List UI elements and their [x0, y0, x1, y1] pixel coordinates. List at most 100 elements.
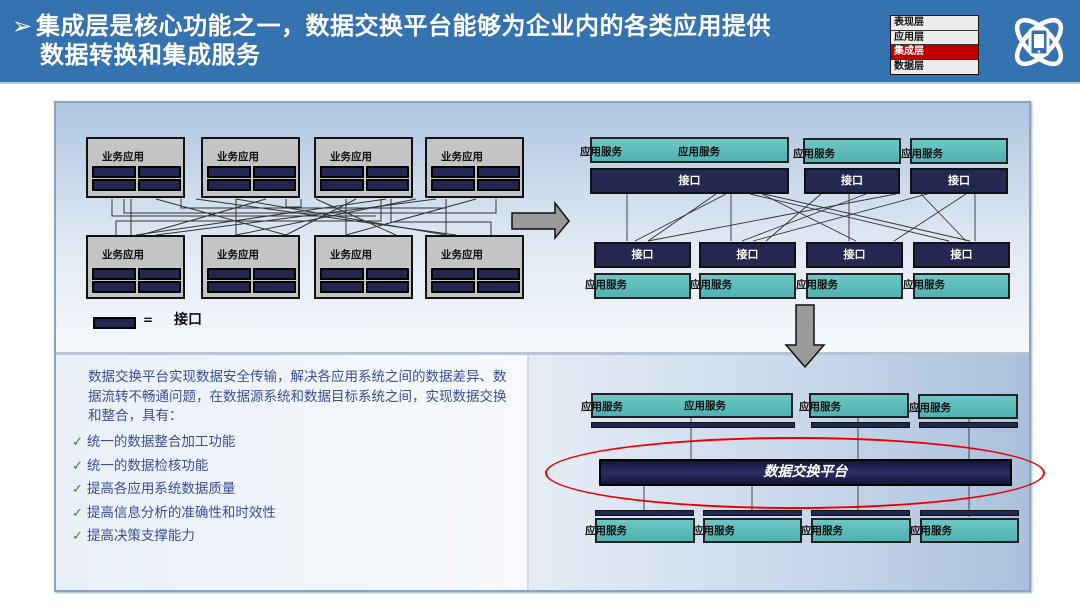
app-service-label: 应用服务 [580, 146, 622, 158]
layer-data: 数据层 [891, 59, 978, 74]
interface-port [92, 281, 136, 293]
layer-integration-active: 集成层 [891, 45, 978, 60]
biz-app-box: 业务应用 [86, 137, 185, 198]
app-service-box [806, 273, 903, 299]
app-service-label: 应用服务 [678, 146, 720, 158]
feature-item: ✓统一的数据检核功能 [72, 455, 276, 479]
check-icon: ✓ [72, 482, 83, 497]
app-service-box [590, 137, 789, 163]
interface-bar: 接口 [913, 242, 1010, 268]
description-paragraph: 数据交换平台实现数据安全传输，解决各应用系统之间的数据差异、数据流转不畅通问题，… [88, 369, 507, 424]
app-service-box [803, 138, 901, 164]
app-service-box [595, 518, 695, 543]
interface-port [320, 268, 364, 280]
interface-port [207, 179, 251, 191]
feature-text: 统一的数据整合加工功能 [86, 434, 236, 450]
interface-port [253, 281, 296, 293]
title-line-2: 数据转换和集成服务 [40, 41, 261, 69]
app-service-label: 应用服务 [585, 525, 627, 537]
interface-port [92, 166, 136, 178]
biz-app-label: 业务应用 [441, 249, 483, 261]
app-service-label: 应用服务 [585, 279, 627, 291]
interface-port [366, 179, 409, 191]
interface-port [431, 179, 475, 191]
check-icon: ✓ [72, 435, 83, 450]
interface-port [477, 166, 520, 178]
feature-item: ✓提高决策支撑能力 [72, 525, 276, 549]
title-line-1: 集成层是核心功能之一，数据交换平台能够为企业内的各类应用提供 [36, 12, 771, 40]
check-icon: ✓ [72, 458, 83, 474]
slide-title: ➢集成层是核心功能之一，数据交换平台能够为企业内的各类应用提供 数据转换和集成服… [12, 12, 771, 70]
interface-thin-bar [811, 510, 910, 516]
interface-thin-bar [920, 510, 1019, 516]
biz-app-box: 业务应用 [86, 235, 185, 299]
feature-item: ✓统一的数据整合加工功能 [72, 431, 276, 455]
app-service-box [920, 518, 1019, 543]
interface-port [92, 179, 136, 191]
interface-port [207, 268, 251, 280]
interface-port [207, 166, 251, 178]
interface-port [366, 281, 409, 293]
app-service-box [913, 273, 1010, 299]
app-service-label: 应用服务 [799, 401, 841, 413]
interface-bar: 接口 [590, 168, 789, 194]
feature-text: 提高各应用系统数据质量 [86, 481, 236, 497]
app-service-label: 应用服务 [901, 148, 943, 160]
interface-port [138, 281, 181, 293]
interface-thin-bar [595, 510, 694, 516]
interface-thin-bar [591, 422, 795, 428]
app-service-label: 应用服务 [910, 525, 952, 537]
interface-port [431, 166, 475, 178]
feature-item: ✓提高信息分析的准确性和时效性 [72, 502, 276, 526]
biz-app-label: 业务应用 [217, 151, 259, 163]
layer-application: 应用层 [891, 30, 978, 45]
app-service-box [809, 393, 909, 418]
exchange-platform-panel: 应用服务 应用服务 应用服务 应用服务 数据交换平台 应用服务 应用服务 应用服… [529, 355, 1045, 590]
biz-app-box: 业务应用 [425, 137, 524, 198]
biz-app-box: 业务应用 [201, 235, 300, 299]
app-service-box [591, 393, 793, 418]
description-panel: 数据交换平台实现数据安全传输，解决各应用系统之间的数据差异、数据流转不畅通问题，… [56, 355, 529, 590]
check-icon: ✓ [72, 529, 83, 544]
interface-port [320, 166, 364, 178]
app-service-label: 应用服务 [801, 525, 843, 537]
interface-thin-bar [919, 422, 1018, 428]
app-service-box [910, 138, 1008, 164]
interface-port [253, 179, 296, 191]
biz-app-label: 业务应用 [102, 249, 144, 261]
app-service-box [699, 273, 796, 299]
biz-app-label: 业务应用 [330, 249, 372, 261]
interface-port [366, 166, 409, 178]
feature-item: ✓提高各应用系统数据质量 [72, 478, 276, 502]
interface-thin-bar [703, 510, 802, 516]
feature-text: 提高信息分析的准确性和时效性 [86, 504, 276, 521]
app-service-label: 应用服务 [903, 279, 945, 291]
app-service-label: 应用服务 [690, 279, 732, 291]
biz-app-label: 业务应用 [330, 151, 372, 163]
legend-equals: = [143, 313, 154, 327]
biz-app-box: 业务应用 [425, 235, 524, 299]
top-panel: 业务应用 业务应用 业务应用 业务应用 [56, 103, 1029, 355]
interface-port [320, 281, 364, 293]
app-service-label: 应用服务 [693, 525, 735, 537]
interface-bar: 接口 [910, 168, 1008, 194]
interface-thin-bar [811, 422, 910, 428]
slide-header: ➢集成层是核心功能之一，数据交换平台能够为企业内的各类应用提供 数据转换和集成服… [0, 0, 1080, 84]
biz-app-box: 业务应用 [314, 235, 413, 299]
interface-port [92, 268, 136, 280]
interface-port [138, 179, 181, 191]
app-service-box [918, 394, 1018, 419]
highlight-ellipse [545, 437, 1045, 509]
feature-text: 统一的数据检核功能 [86, 457, 209, 474]
interface-port [320, 179, 364, 191]
check-icon: ✓ [72, 505, 83, 521]
legend-label: 接口 [174, 312, 202, 328]
interface-bar: 接口 [699, 242, 796, 268]
point-to-point-lines [111, 198, 497, 236]
interface-port [366, 268, 409, 280]
interface-bar: 接口 [806, 242, 903, 268]
interface-port [138, 268, 181, 280]
app-service-label: 应用服务 [581, 401, 623, 413]
biz-app-label: 业务应用 [217, 249, 259, 261]
app-service-label: 应用服务 [796, 279, 838, 291]
